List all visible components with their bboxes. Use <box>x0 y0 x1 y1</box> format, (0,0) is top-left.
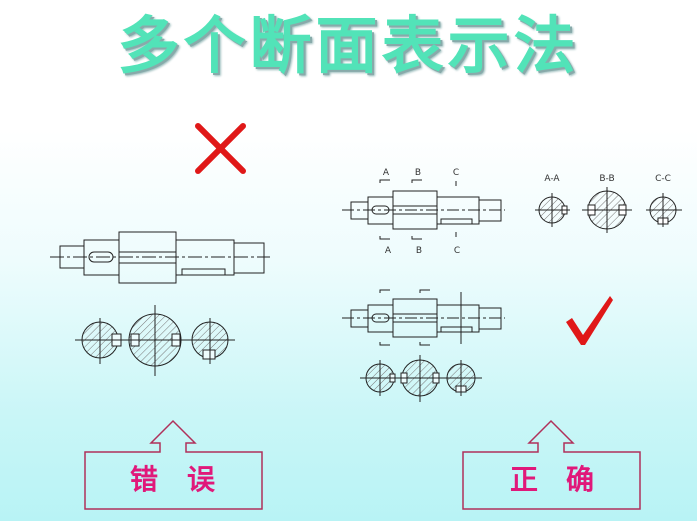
wrong-label-char-2: 误 <box>187 463 216 496</box>
wrong-shaft-drawing <box>50 231 270 284</box>
correct-label-char-2: 确 <box>566 463 595 496</box>
correct-callout-box <box>462 419 641 510</box>
section-mark-top: A <box>383 168 390 178</box>
section-title: A-A <box>544 174 560 184</box>
correct-shaft-drawing-top <box>342 179 505 240</box>
section-mark-bottom: C <box>454 246 460 256</box>
correct-sections-bottom <box>360 355 482 402</box>
section-titles: A-A B-B C-C <box>544 174 671 184</box>
check-mark-icon <box>566 296 613 345</box>
section-mark-bottom: B <box>416 246 422 256</box>
wrong-label-char-1: 错 <box>130 463 159 496</box>
section-mark-top: B <box>415 168 421 178</box>
correct-named-sections <box>535 187 682 233</box>
wrong-callout-box <box>84 419 263 510</box>
section-mark-top: C <box>453 168 459 178</box>
page-title: 多个断面表示法 <box>117 9 580 82</box>
correct-label-char-1: 正 <box>510 463 539 496</box>
section-title: B-B <box>599 174 614 184</box>
section-title: C-C <box>655 174 671 184</box>
correct-shaft-drawing-bottom <box>342 289 505 346</box>
cross-mark-icon <box>195 123 246 174</box>
section-mark-bottom: A <box>385 246 392 256</box>
section-marks-top: A B C A B C <box>383 168 460 256</box>
wrong-sections <box>75 305 235 376</box>
